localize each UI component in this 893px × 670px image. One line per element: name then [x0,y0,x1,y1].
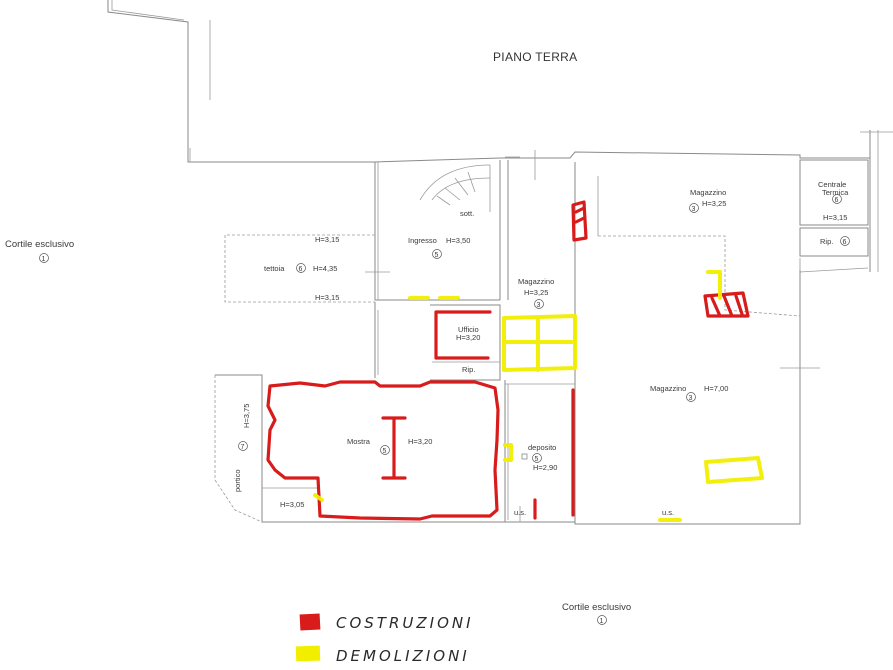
room-number-circles [39,194,850,625]
ingresso-num: 5 [435,252,439,259]
legend-construction-label: COSTRUZIONI [336,614,474,632]
magazzino-big-num: 3 [689,395,693,402]
centrale-h: H=3,15 [823,213,847,222]
magazzino-top-label: Magazzino [690,188,726,197]
deposito-label: deposito [528,443,556,452]
ingresso-sott: sott. [460,209,474,218]
portico-h2: H=3,05 [280,500,304,509]
legend-demolition-swatch [295,645,321,662]
portico-num: 7 [241,444,245,451]
yellow-grid [502,314,577,372]
centrale-label-2: Termica [822,188,849,197]
walls [107,0,893,525]
yellow-mag-mark [706,270,722,300]
tettoia-label: tettoia [264,264,285,273]
demolition-marks [313,270,764,522]
tettoia-h-top: H=3,15 [315,235,339,244]
plan-title: PIANO TERRA [493,50,577,64]
courtyard-bottom-label: Cortile esclusivo [562,602,631,613]
portico-h: H=3,75 [242,404,251,428]
ufficio-label: Ufficio [458,325,479,334]
mostra-i-beam [381,416,407,480]
ufficio-h: H=3,20 [456,333,480,342]
mag-red-vert [571,200,588,242]
yellow-box [704,456,764,484]
mostra-red-outline [266,380,500,521]
magazzino-top-num: 3 [692,206,696,213]
legend-construction-swatch [299,613,321,631]
yellow-line-3 [313,493,324,502]
construction-marks [266,200,750,521]
centrale-num: 6 [835,197,839,204]
legend-demolition-label: DEMOLIZIONI [336,647,470,665]
tettoia-h-mid: H=4,35 [313,264,337,273]
rip-small-label: Rip. [462,365,475,374]
mostra-label: Mostra [347,437,371,446]
magazzino-mid-num: 3 [537,302,541,309]
rip-right-label: Rip. [820,237,833,246]
courtyard-left-label: Cortile esclusivo [5,239,74,250]
magazzino-top-h: H=3,25 [702,199,726,208]
ingresso-h: H=3,50 [446,236,470,245]
courtyard-left-num: 1 [42,256,46,263]
magazzino-mid-label: Magazzino [518,277,554,286]
courtyard-bottom-num: 1 [600,618,604,625]
ufficio-red-outline [434,310,492,360]
deposito-h: H=2,90 [533,463,557,472]
legend: COSTRUZIONI DEMOLIZIONI [295,613,474,665]
mag-red-hatch [703,291,750,318]
tettoia-h-bot: H=3,15 [315,293,339,302]
magazzino-big-label: Magazzino [650,384,686,393]
tettoia-num: 6 [299,266,303,273]
portico-label: portico [233,469,242,492]
centrale-label-1: Centrale [818,180,846,189]
magazzino-big-h: H=7,00 [704,384,728,393]
rip-right-num: 6 [843,239,847,246]
us-label-1: u.s. [514,508,526,517]
magazzino-mid-h: H=3,25 [524,288,548,297]
ingresso-label: Ingresso [408,236,437,245]
mostra-num: 5 [383,448,387,455]
us-label-2: u.s. [662,508,674,517]
yellow-line-2 [503,443,513,462]
deposito-num: 5 [535,456,539,463]
deposito-square-icon [521,453,528,460]
mostra-h: H=3,20 [408,437,432,446]
